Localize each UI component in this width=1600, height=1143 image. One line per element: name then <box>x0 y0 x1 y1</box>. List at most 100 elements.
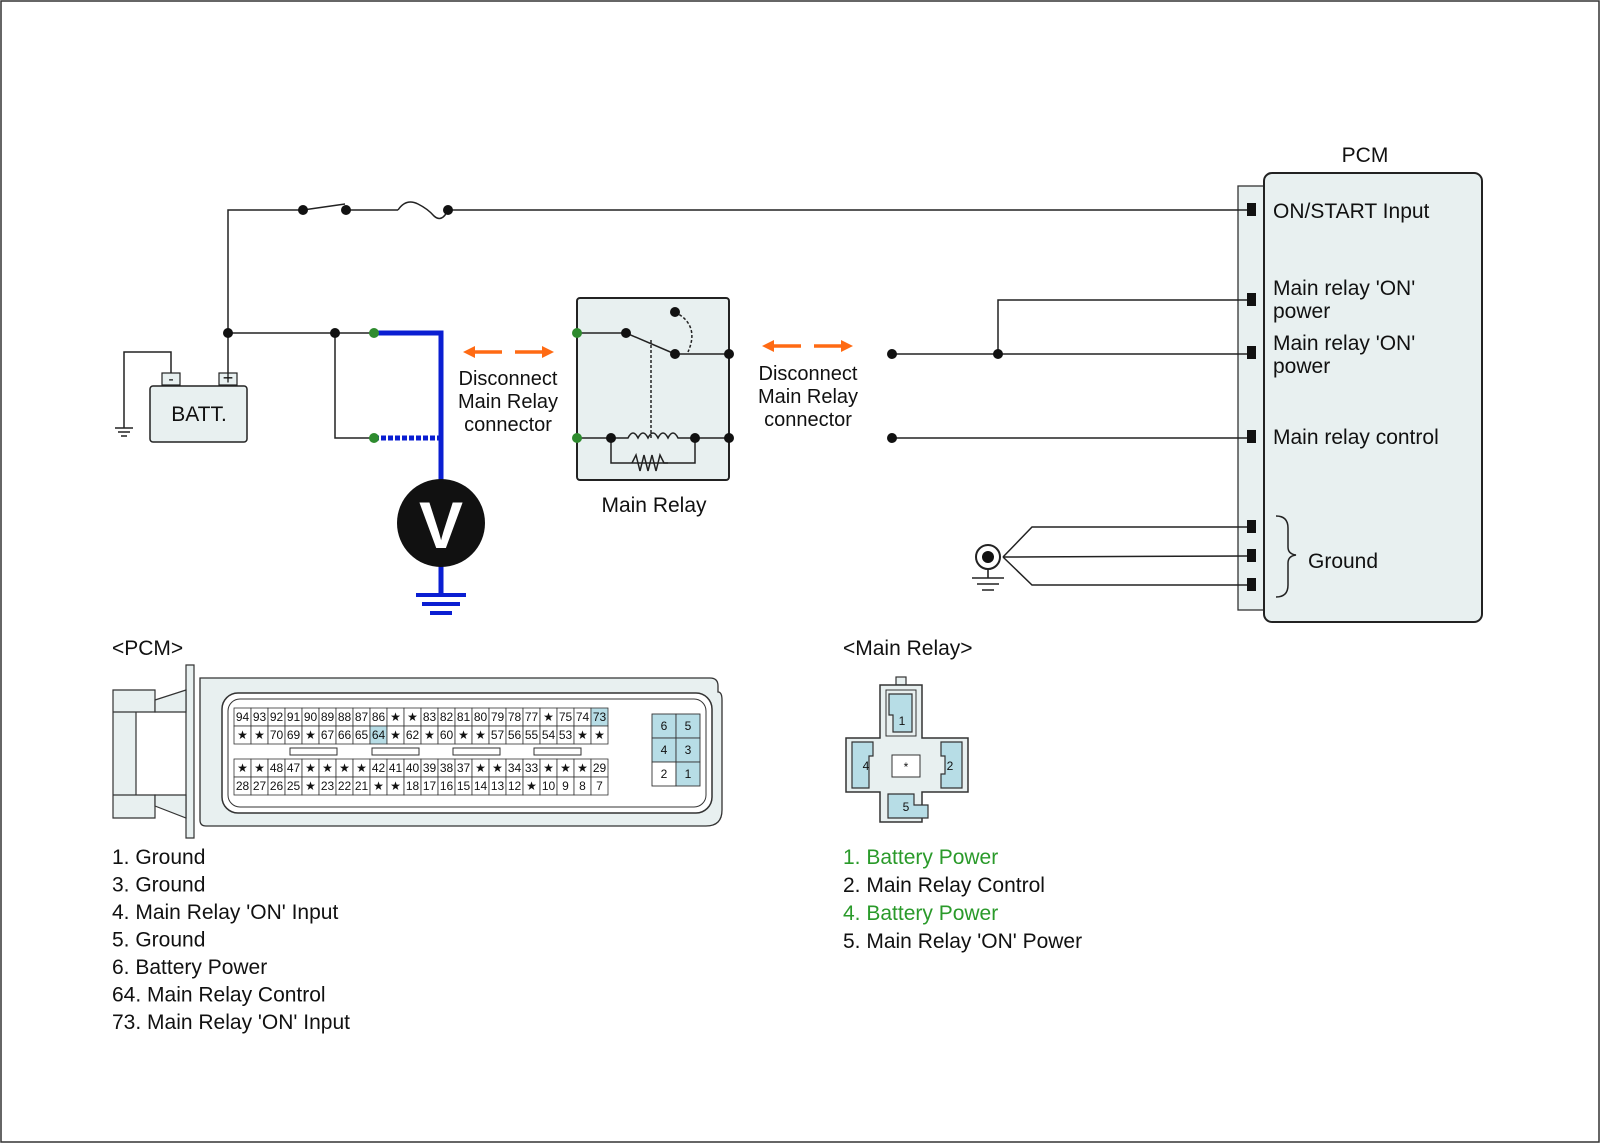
probe-point <box>369 433 379 443</box>
pcm-pin-label: ★ <box>560 761 571 775</box>
wire <box>334 333 374 439</box>
pcm-pin-label: 78 <box>508 710 522 724</box>
ground-symbol <box>115 427 133 437</box>
pcm-pin-label: ★ <box>305 779 316 793</box>
pcm-pin-list-item: 6. Battery Power <box>112 956 267 979</box>
pcm-pin-label: ★ <box>254 728 265 742</box>
pcm-pin-label: 67 <box>321 728 335 742</box>
pcm-pin-label: 9 <box>562 779 569 793</box>
wire <box>1002 556 1247 586</box>
disconnect-label-line3: connector <box>764 409 852 431</box>
relay-label: Main Relay <box>601 494 707 517</box>
wire <box>1002 526 1247 558</box>
pcm-pin-label: 86 <box>372 710 386 724</box>
junction-dots <box>223 205 1003 443</box>
pcm-pin-label: 65 <box>355 728 369 742</box>
pcm-pin-label: 17 <box>423 779 437 793</box>
arrow-left-icon <box>463 346 475 358</box>
pcm-pin-label: ★ <box>390 710 401 724</box>
pcm-pin-label: 89 <box>321 710 335 724</box>
pcm-pin-label: 94 <box>236 710 250 724</box>
pcm-label-relay-on-1b: power <box>1273 300 1330 323</box>
relay-pin-1: 1 <box>899 714 906 728</box>
pcm-pin-label: 92 <box>270 710 284 724</box>
pcm-pin-label: 42 <box>372 761 386 775</box>
pcm-pin-label: ★ <box>543 710 554 724</box>
relay-pin-2: 2 <box>947 759 954 773</box>
pcm-pin-label: 54 <box>542 728 556 742</box>
disconnect-label-line2: Main Relay <box>758 386 858 408</box>
relay-pin-blank: * <box>904 760 909 774</box>
disconnect-label-line3: connector <box>464 414 552 436</box>
pcm-pin-label: 57 <box>491 728 505 742</box>
pcm-pin-label: 22 <box>338 779 352 793</box>
pcm-side-pin-cell <box>675 737 701 763</box>
pcm-side-pin-label: 4 <box>661 743 668 757</box>
pcm-terminal <box>1247 203 1256 216</box>
main-relay: Main Relay <box>572 297 734 517</box>
disconnect-label-line2: Main Relay <box>458 391 558 413</box>
pcm-pin-label: 69 <box>287 728 301 742</box>
arrow-right-icon <box>542 346 554 358</box>
pcm-pin-label: 21 <box>355 779 369 793</box>
pcm-pin-label: 77 <box>525 710 539 724</box>
pcm-pin-label: 74 <box>576 710 590 724</box>
wiring <box>115 201 1248 586</box>
pcm-pin-list-item: 64. Main Relay Control <box>112 984 326 1007</box>
pcm-pin-label: 82 <box>440 710 454 724</box>
pcm-pin-label: 34 <box>508 761 522 775</box>
pcm-pin-label: 73 <box>593 710 607 724</box>
relay-pin-list-item: 2. Main Relay Control <box>843 874 1045 897</box>
pcm-pin-cell <box>590 776 609 796</box>
pcm-pin-label: 38 <box>440 761 454 775</box>
pcm-pin-label: 75 <box>559 710 573 724</box>
pcm-pin-label: 66 <box>338 728 352 742</box>
disconnect-right: Disconnect Main Relay connector <box>758 340 858 431</box>
arrow-right-icon <box>841 340 853 352</box>
pcm-pin-label: 40 <box>406 761 420 775</box>
pcm-pin-label: ★ <box>407 710 418 724</box>
pcm-pin-label: 47 <box>287 761 301 775</box>
ignition-switch <box>302 203 346 211</box>
pcm-pin-label: 81 <box>457 710 471 724</box>
pcm-pin-label: ★ <box>305 761 316 775</box>
pcm-pin-list-item: 1. Ground <box>112 846 205 869</box>
pcm-pin-label: 14 <box>474 779 488 793</box>
pcm-pin-label: ★ <box>373 779 384 793</box>
pcm-body <box>1263 172 1483 623</box>
pcm-side-pin-cell <box>675 761 701 787</box>
pcm-pin-label: 48 <box>270 761 284 775</box>
relay-connector-title: <Main Relay> <box>843 637 973 660</box>
pcm-pin-label: 53 <box>559 728 573 742</box>
pcm-pin-label: ★ <box>577 761 588 775</box>
pcm-title: PCM <box>1342 144 1389 167</box>
pcm-pin-label: 41 <box>389 761 403 775</box>
pcm-pin-label: 7 <box>596 779 603 793</box>
pcm-pin-label: 88 <box>338 710 352 724</box>
pcm-pin-label: 80 <box>474 710 488 724</box>
pcm-label-ground: Ground <box>1308 550 1378 573</box>
pcm-pin-label: 83 <box>423 710 437 724</box>
pcm-pin-label: 27 <box>253 779 267 793</box>
battery-label: BATT. <box>171 403 227 426</box>
wire <box>1002 555 1248 558</box>
battery: - + BATT. <box>149 368 248 443</box>
pcm-pin-label: ★ <box>254 761 265 775</box>
pcm-pin-cell <box>590 725 609 745</box>
pcm-pin-label: 60 <box>440 728 454 742</box>
pcm-pin-label: ★ <box>305 728 316 742</box>
wire <box>123 351 172 428</box>
pcm-pin-label: 16 <box>440 779 454 793</box>
pcm-pin-label: ★ <box>526 779 537 793</box>
pcm-connector-strip <box>1237 185 1267 611</box>
pcm-label-relay-on-2a: Main relay 'ON' <box>1273 332 1415 355</box>
pcm-pin-label: ★ <box>390 728 401 742</box>
pcm-pin-label: 91 <box>287 710 301 724</box>
pcm-pin-label: ★ <box>475 761 486 775</box>
probe-point <box>572 328 582 338</box>
pcm-terminal <box>1247 346 1256 359</box>
pcm-pin-list-item: 3. Ground <box>112 874 205 897</box>
